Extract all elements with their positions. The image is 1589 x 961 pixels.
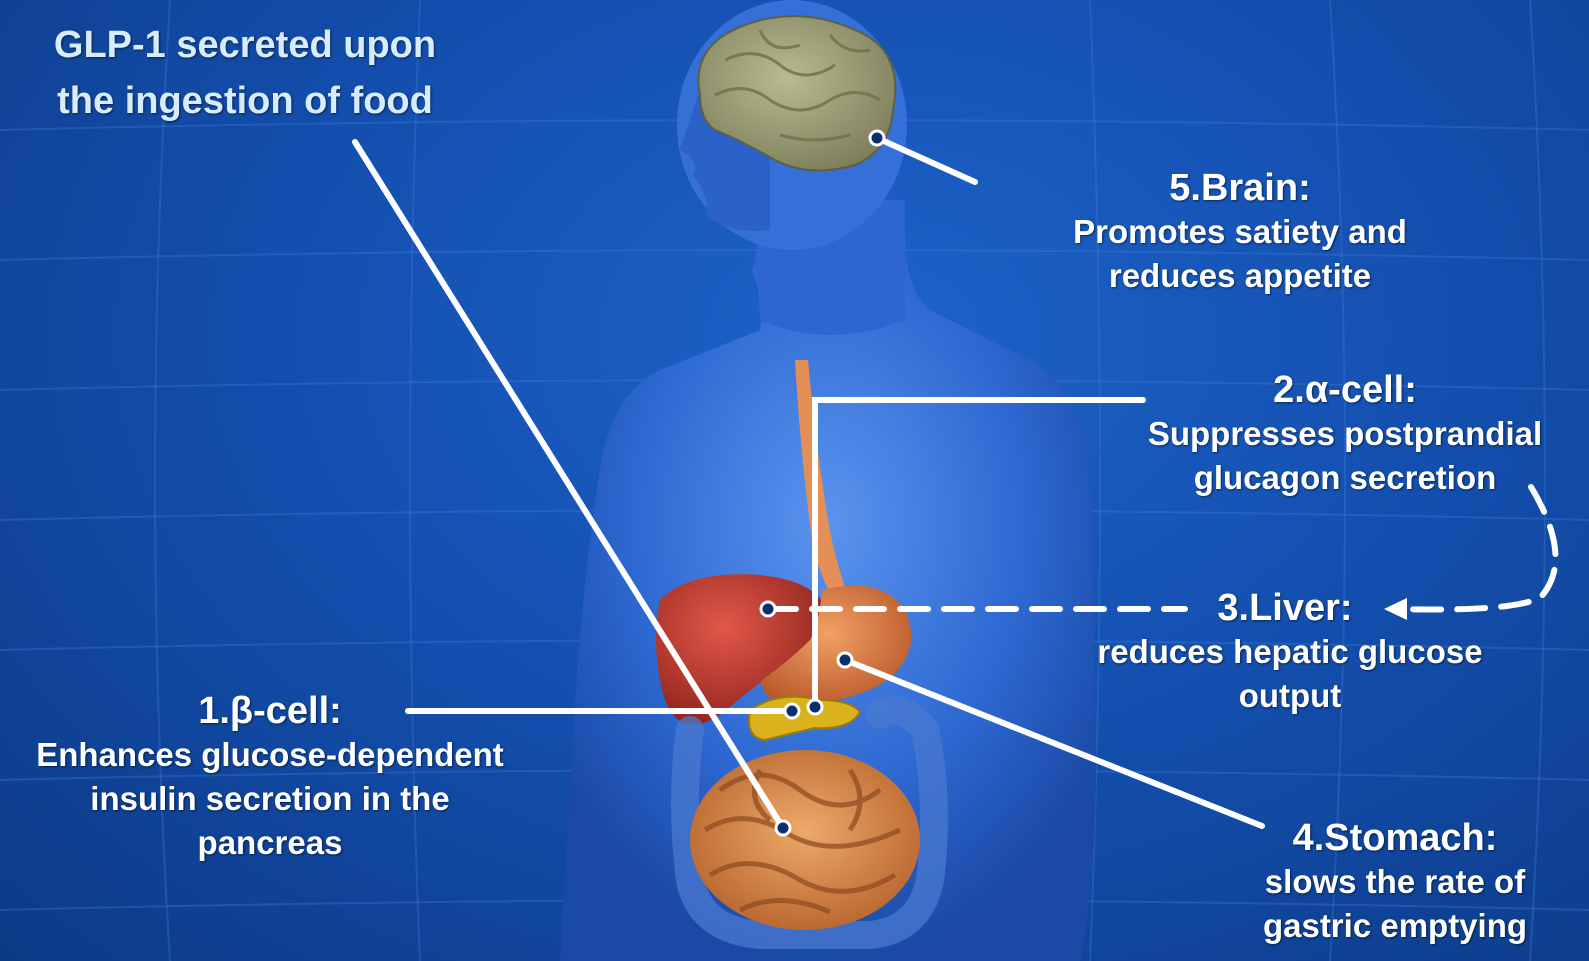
brain-title: 5.Brain: xyxy=(1030,166,1450,210)
alpha-cell-label: 2.α-cell: Suppresses postprandial glucag… xyxy=(1110,368,1580,500)
brain-label: 5.Brain: Promotes satiety and reduces ap… xyxy=(1030,166,1450,298)
beta-cell-desc-line3: pancreas xyxy=(0,821,540,865)
intestine-pin xyxy=(776,821,790,835)
stomach-desc-line2: gastric emptying xyxy=(1225,904,1565,948)
stomach-pin xyxy=(838,653,852,667)
beta-cell-pin xyxy=(785,704,799,718)
brain-desc-line1: Promotes satiety and xyxy=(1030,210,1450,254)
brain-pin xyxy=(870,131,884,145)
glp1-intro-line2: the ingestion of food xyxy=(10,73,480,129)
small-intestine xyxy=(690,750,920,930)
beta-cell-label: 1.β-cell: Enhances glucose-dependent ins… xyxy=(0,689,540,865)
liver-desc-line2: output xyxy=(1065,674,1515,718)
alpha-cell-desc-line1: Suppresses postprandial xyxy=(1110,412,1580,456)
liver-pin xyxy=(761,602,775,616)
glp1-intro-line1: GLP-1 secreted upon xyxy=(10,17,480,73)
stomach-title: 4.Stomach: xyxy=(1225,816,1565,860)
stomach-label: 4.Stomach: slows the rate of gastric emp… xyxy=(1225,816,1565,948)
stomach-desc-line1: slows the rate of xyxy=(1225,860,1565,904)
liver-label: 3.Liver: reduces hepatic glucose output xyxy=(1065,586,1515,718)
alpha-cell-desc-line2: glucagon secretion xyxy=(1110,456,1580,500)
beta-cell-desc-line2: insulin secretion in the xyxy=(0,777,540,821)
liver-desc-line1: reduces hepatic glucose xyxy=(1065,630,1515,674)
beta-cell-title: 1.β-cell: xyxy=(0,689,540,733)
glp1-intro-text: GLP-1 secreted upon the ingestion of foo… xyxy=(10,17,480,129)
brain-desc-line2: reduces appetite xyxy=(1030,254,1450,298)
beta-cell-desc-line1: Enhances glucose-dependent xyxy=(0,733,540,777)
liver-title: 3.Liver: xyxy=(1055,586,1515,630)
alpha-cell-title: 2.α-cell: xyxy=(1110,368,1580,412)
alpha-cell-pin xyxy=(808,700,822,714)
